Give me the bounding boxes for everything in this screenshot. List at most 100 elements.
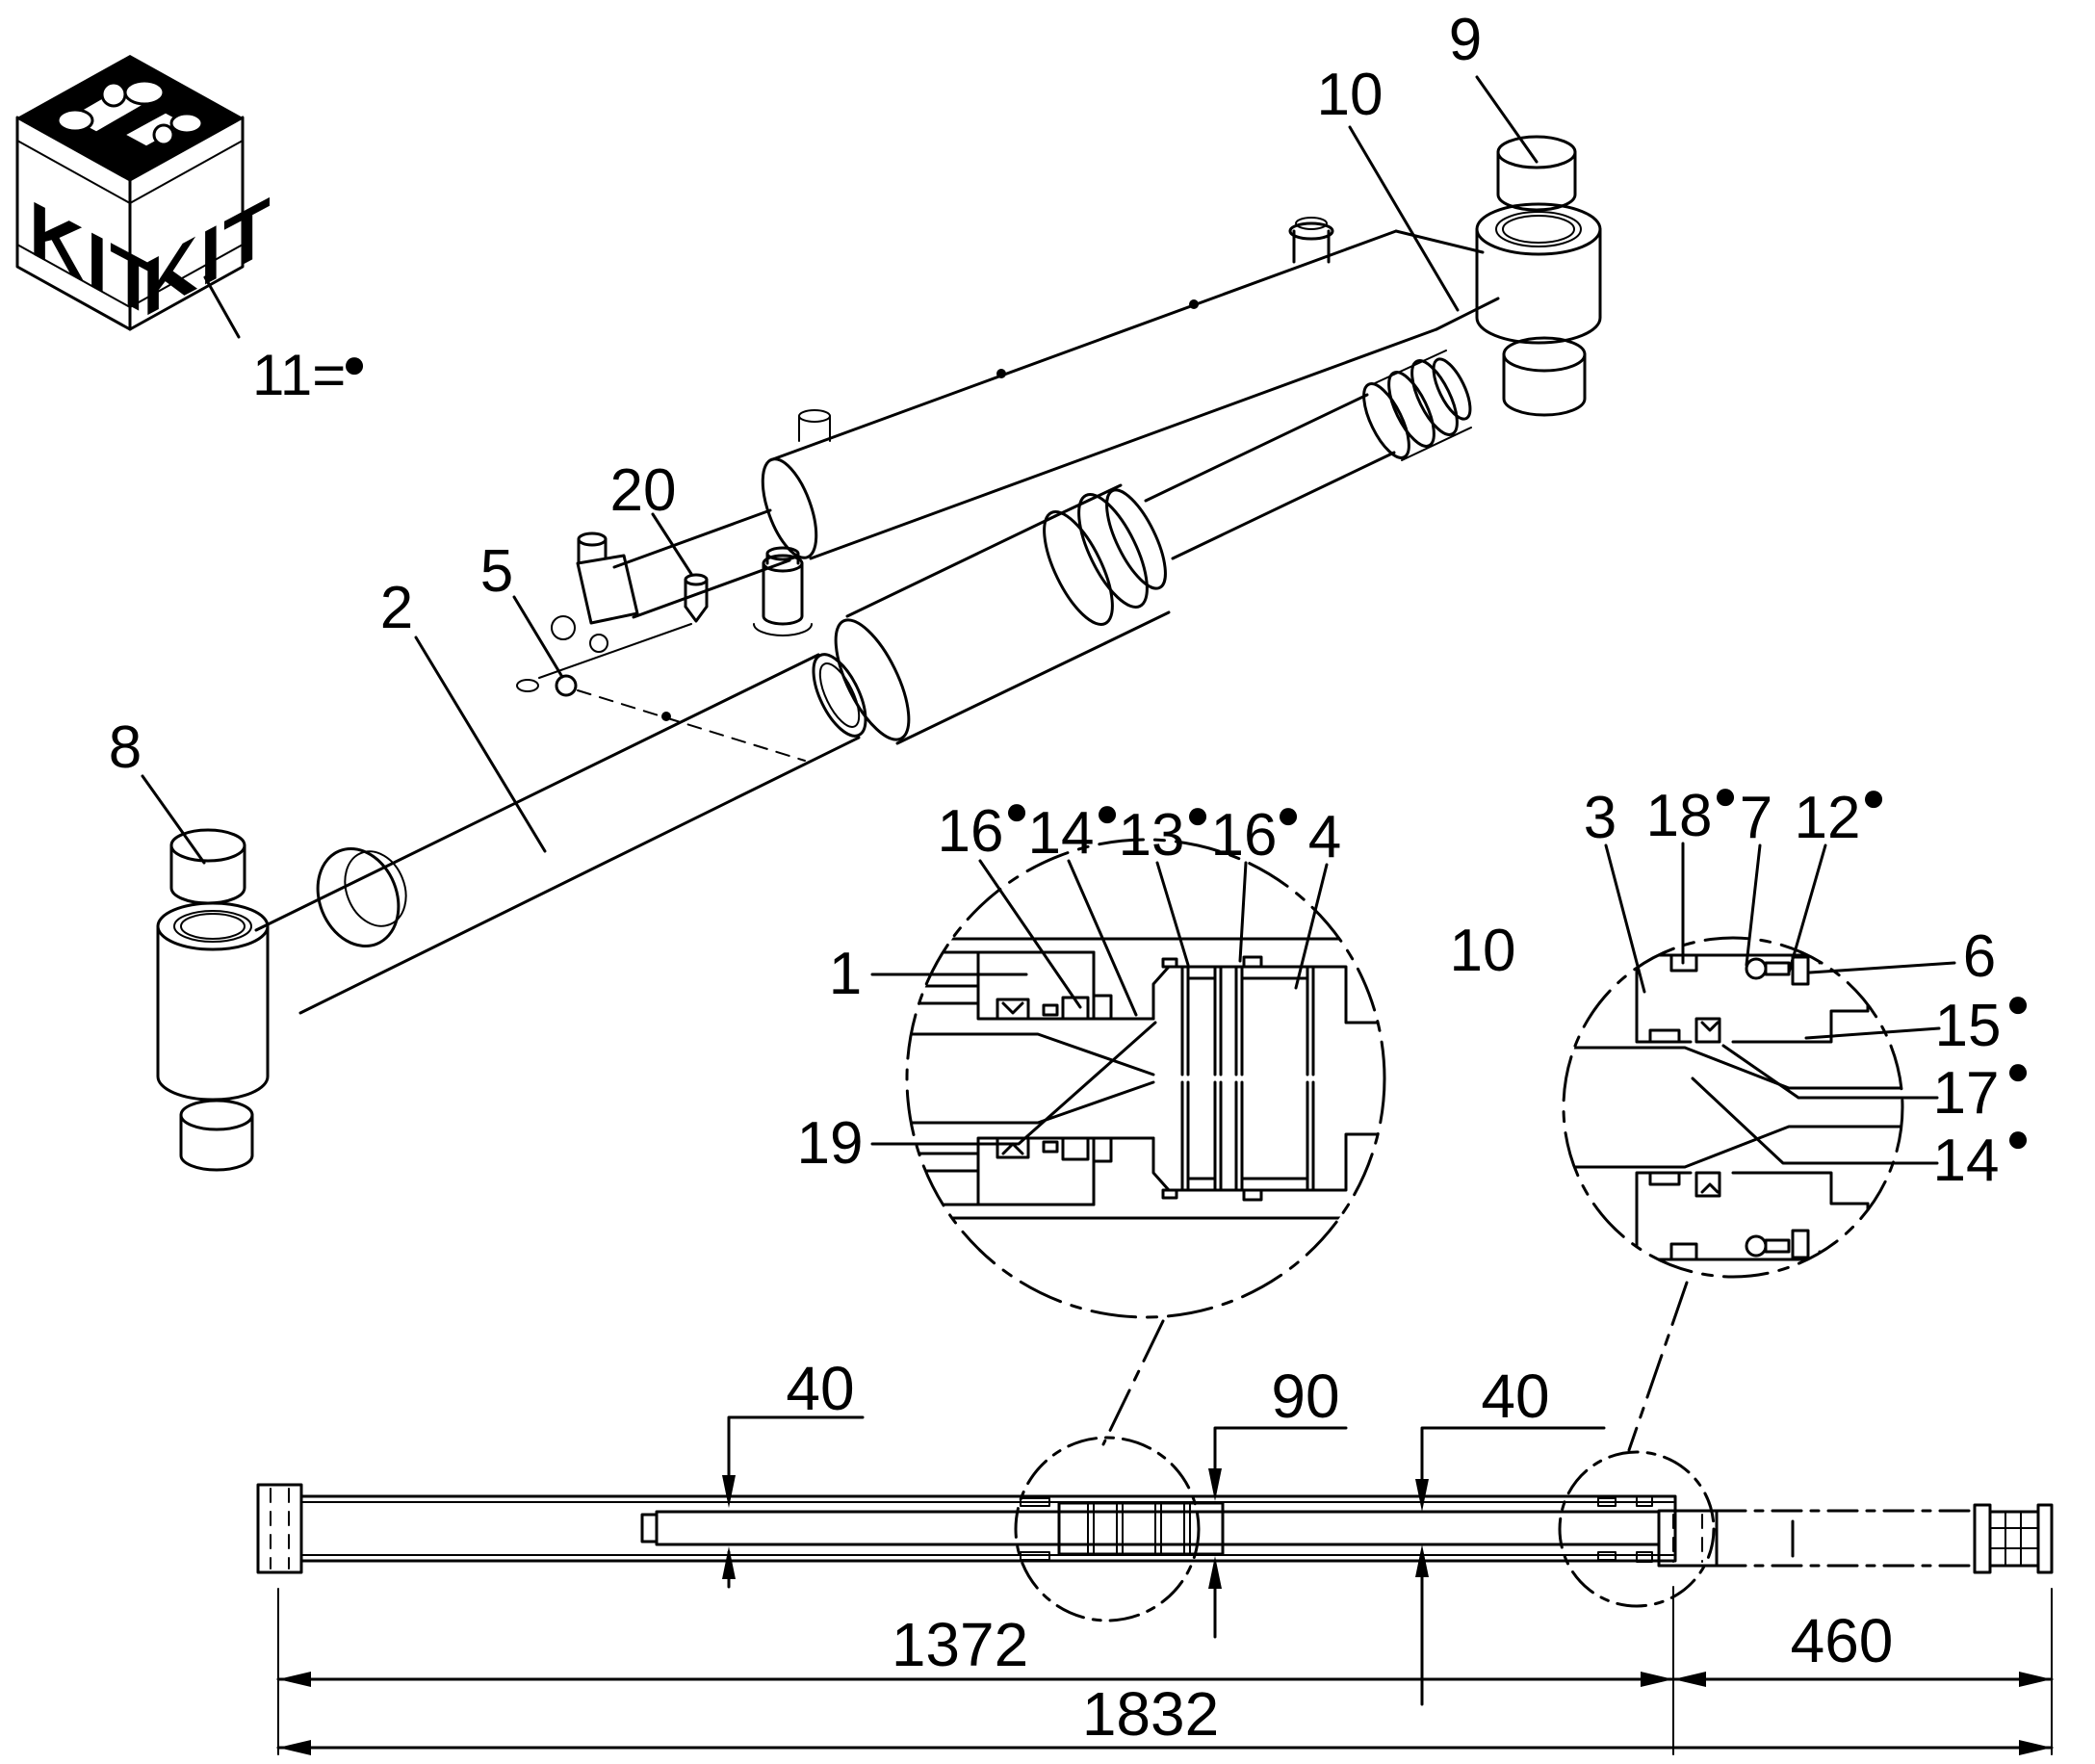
extension-lines bbox=[277, 1586, 2053, 1755]
leader-part19 bbox=[870, 1021, 1157, 1146]
dim-stroke-value: 460 bbox=[1791, 1606, 1894, 1675]
leader-part14-top bbox=[1067, 859, 1138, 1017]
callout-part18: 18 bbox=[1646, 783, 1713, 849]
small-parts bbox=[538, 573, 806, 762]
cross-tube-boss bbox=[316, 847, 401, 947]
detail-circle-right bbox=[1562, 842, 1956, 1279]
callout-labels: 2 5 20 8 9 10 16 ● 14 ● 13 ● 16 ● 4 1 19… bbox=[109, 7, 2030, 1194]
dim-bore-value: 90 bbox=[1271, 1362, 1339, 1431]
callout-part13: 13 bbox=[1119, 802, 1185, 869]
leader-part13 bbox=[1155, 861, 1190, 967]
callout-part5: 5 bbox=[480, 538, 513, 605]
callout-part8: 8 bbox=[109, 714, 142, 781]
upper-port-boss bbox=[1288, 221, 1334, 241]
head-ring-1 bbox=[1043, 510, 1114, 626]
callout-part16-right: 16 bbox=[1211, 802, 1278, 869]
barrel-outline bbox=[299, 1494, 1677, 1563]
barrel-weldment bbox=[156, 653, 867, 1172]
upper-rod bbox=[612, 508, 791, 619]
ball-part5 bbox=[555, 674, 578, 697]
dim-rod-right-lines bbox=[1420, 1426, 1606, 1706]
head-cylinder bbox=[845, 514, 1107, 745]
callout-part14-top-dot: ● bbox=[1095, 790, 1119, 835]
callout-part15: 15 bbox=[1935, 993, 2002, 1059]
callout-part20: 20 bbox=[610, 457, 677, 524]
barrel-bottom-edge bbox=[298, 736, 861, 1015]
rod-outline bbox=[640, 1510, 1661, 1546]
barrel-top-edge bbox=[254, 653, 820, 932]
kit-box-top-face bbox=[17, 55, 243, 180]
barrel-mouth bbox=[812, 653, 867, 738]
detail-circle-right-border bbox=[1562, 936, 1904, 1279]
dimensions: 40 90 40 1372 460 1832 bbox=[276, 1354, 2054, 1755]
small-detail-circle-right bbox=[1558, 1450, 1716, 1608]
callout-part17-dot: ● bbox=[2005, 1048, 2030, 1093]
thread-end-body bbox=[1988, 1510, 2040, 1568]
callout-part1: 1 bbox=[829, 941, 862, 1007]
kit-item-dot: ● bbox=[342, 341, 366, 386]
detail-right-leaders bbox=[1604, 842, 1956, 1165]
leader-part7 bbox=[1745, 843, 1762, 967]
callout-part6: 6 bbox=[1963, 923, 1996, 990]
bushing-lower bbox=[179, 1099, 254, 1131]
seal-kit-box-icon: KIT KIT 11= ● bbox=[15, 55, 367, 407]
detail-circle-left-border bbox=[905, 838, 1386, 1319]
upper-cylinder bbox=[516, 135, 1602, 692]
kit-label-left: KIT bbox=[29, 184, 159, 339]
pin-hole bbox=[516, 679, 539, 692]
dim-rod-right-value: 40 bbox=[1481, 1362, 1549, 1431]
callout-part14-top: 14 bbox=[1028, 800, 1095, 867]
callout-part16-right-dot: ● bbox=[1276, 791, 1300, 837]
head-ring-2 bbox=[1077, 493, 1149, 609]
leader-part15 bbox=[1804, 1026, 1941, 1040]
plug-part20 bbox=[684, 573, 709, 586]
callout-part15-dot: ● bbox=[2005, 980, 2030, 1025]
rod-collar bbox=[1657, 1509, 1719, 1568]
callout-part4: 4 bbox=[1308, 804, 1341, 870]
detail-left-leaders bbox=[870, 859, 1329, 1146]
callout-part18-dot: ● bbox=[1713, 772, 1737, 817]
callout-part3: 3 bbox=[1584, 785, 1617, 851]
callout-part12: 12 bbox=[1795, 785, 1861, 851]
leader-part5 bbox=[512, 595, 564, 679]
gland-section bbox=[1564, 947, 1902, 1268]
leader-part10 bbox=[1348, 125, 1460, 312]
callout-part12-dot: ● bbox=[1861, 774, 1885, 819]
leader-part8 bbox=[141, 774, 206, 865]
connector-right-detail bbox=[1627, 1281, 1689, 1452]
thread-end-shoulder bbox=[1973, 1503, 1992, 1574]
plug-axis-line bbox=[538, 623, 692, 679]
leader-part20 bbox=[651, 512, 693, 576]
callout-part2: 2 bbox=[380, 575, 413, 641]
kit-box-right-face bbox=[128, 116, 245, 331]
callout-part16-left: 16 bbox=[938, 798, 1004, 865]
kit-leader-line bbox=[203, 275, 241, 339]
isometric-view bbox=[141, 75, 1602, 1172]
bottom-view bbox=[256, 1436, 2054, 1622]
leader-part16-left bbox=[978, 859, 1082, 1009]
piston-plan bbox=[1057, 1501, 1225, 1556]
callout-part14-side: 14 bbox=[1933, 1128, 2000, 1194]
detail-circle-left bbox=[870, 838, 1386, 1319]
piston-section bbox=[907, 937, 1384, 1220]
kit-box-bands bbox=[16, 140, 244, 308]
clevis-eye-body bbox=[156, 924, 270, 1102]
callout-part13-dot: ● bbox=[1185, 791, 1209, 837]
upper-barrel bbox=[768, 229, 1438, 560]
dim-rod-left-value: 40 bbox=[786, 1354, 854, 1423]
rod-end-eye-body bbox=[1475, 227, 1602, 345]
callout-part16-left-dot: ● bbox=[1004, 788, 1028, 833]
callout-part10-top: 10 bbox=[1317, 62, 1384, 128]
callout-part10-between: 10 bbox=[1450, 918, 1516, 984]
dim-closed-value: 1372 bbox=[892, 1610, 1028, 1679]
leader-part3 bbox=[1604, 843, 1646, 994]
leader-part9 bbox=[1475, 75, 1539, 164]
leader-part12 bbox=[1787, 843, 1827, 974]
leader-part2 bbox=[414, 636, 547, 853]
kit-box-contents bbox=[56, 79, 204, 149]
kit-label-right: KIT bbox=[142, 180, 272, 335]
callout-part17: 17 bbox=[1933, 1060, 2000, 1127]
callout-part7: 7 bbox=[1740, 785, 1772, 851]
